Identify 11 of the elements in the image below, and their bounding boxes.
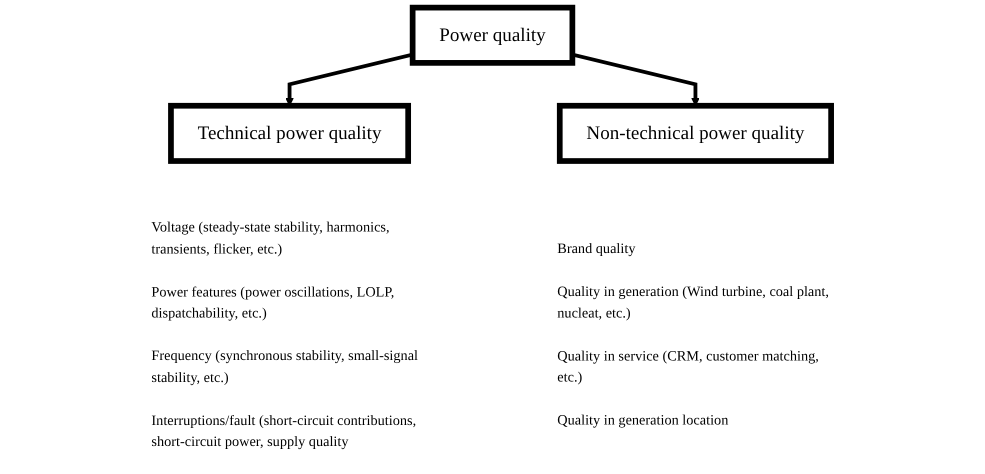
node-box: Technical power quality [168,102,412,164]
node-label: Frequency (synchronous stability, small-signal stability, etc.) [151,348,418,386]
node-label: Voltage (steady-state stability, harmonics, transients, flicker, etc.) [151,220,390,257]
node-label: Quality in generation (Wind turbine, coal plant, nucleat, etc.) [557,284,829,322]
node-label: Brand quality [557,242,636,257]
node-label: Interruptions/fault (short-circuit contributions, short-circuit power, supply quality [151,413,416,450]
node-box: Power quality [410,4,576,66]
node-label: Power features (power oscillations, LOLP, dispatchability, etc.) [151,284,394,322]
node-label: Quality in service (CRM, customer matching, etc.) [557,348,819,386]
node-label: Quality in generation location [557,413,728,428]
node-box: Non-technical power quality [556,102,834,164]
